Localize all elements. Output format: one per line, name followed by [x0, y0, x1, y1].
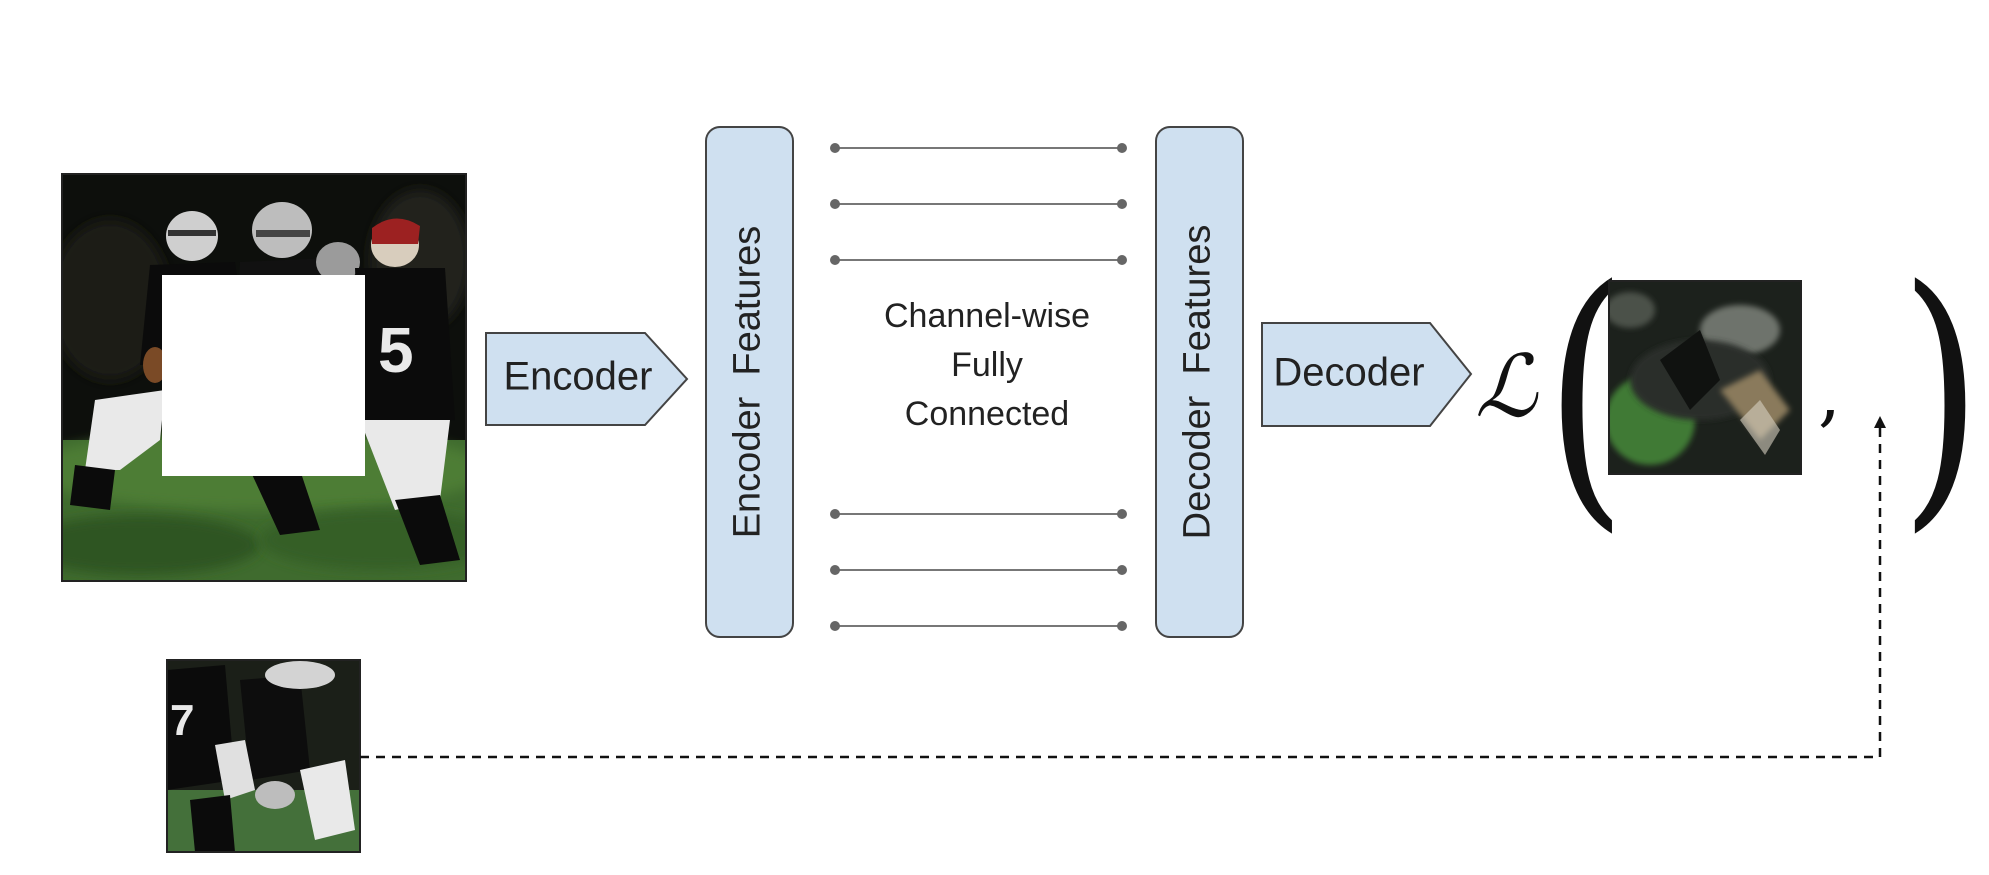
- loss-symbol: ℒ: [1475, 337, 1539, 437]
- channel-wise-label-line-3: Connected: [905, 395, 1069, 433]
- predicted-patch-image: [1608, 280, 1802, 475]
- connection-dot-5-right: [1117, 565, 1127, 575]
- connection-dot-2-right: [1117, 199, 1127, 209]
- connection-dot-6-left: [830, 621, 840, 631]
- encoder-features-block: Encoder Features: [705, 126, 794, 638]
- comma: ,: [1818, 351, 1841, 435]
- connection-dot-5-left: [830, 565, 840, 575]
- connection-dot-4-left: [830, 509, 840, 519]
- channel-wise-label-line-2: Fully: [951, 346, 1023, 384]
- decoder-block: Decoder: [1261, 322, 1473, 427]
- masked-input-image: 5: [61, 173, 467, 582]
- decoder-features-bar: [1155, 126, 1244, 638]
- channel-wise-label-line-1: Channel-wise: [884, 297, 1090, 335]
- svg-text:5: 5: [378, 314, 414, 386]
- decoder-features-label: Decoder Features: [1177, 225, 1219, 540]
- connection-dot-1-right: [1117, 143, 1127, 153]
- connection-dot-4-right: [1117, 509, 1127, 519]
- ground-truth-patch-image: 7: [166, 659, 361, 853]
- svg-text:7: 7: [170, 696, 194, 745]
- connection-dot-1-left: [830, 143, 840, 153]
- encoder-arrow-shape: [485, 332, 689, 426]
- connection-dot-6-right: [1117, 621, 1127, 631]
- connection-dot-3-left: [830, 255, 840, 265]
- close-parenthesis: ): [1900, 231, 1982, 557]
- ground-truth-dashed-arrow: [360, 416, 1886, 759]
- encoder-features-label: Encoder Features: [727, 226, 769, 539]
- channel-wise-connections: [830, 143, 1127, 631]
- encoder-block: Encoder: [485, 332, 689, 426]
- decoder-features-block: Decoder Features: [1155, 126, 1244, 638]
- encoder-features-bar: [705, 126, 794, 638]
- decoder-label: Decoder: [1273, 351, 1424, 395]
- encoder-label: Encoder: [504, 355, 653, 399]
- channel-wise-fc-label: Channel-wise Fully Connected: [884, 297, 1090, 433]
- connection-dot-3-right: [1117, 255, 1127, 265]
- decoder-arrow-shape: [1261, 322, 1473, 427]
- connection-dot-2-left: [830, 199, 840, 209]
